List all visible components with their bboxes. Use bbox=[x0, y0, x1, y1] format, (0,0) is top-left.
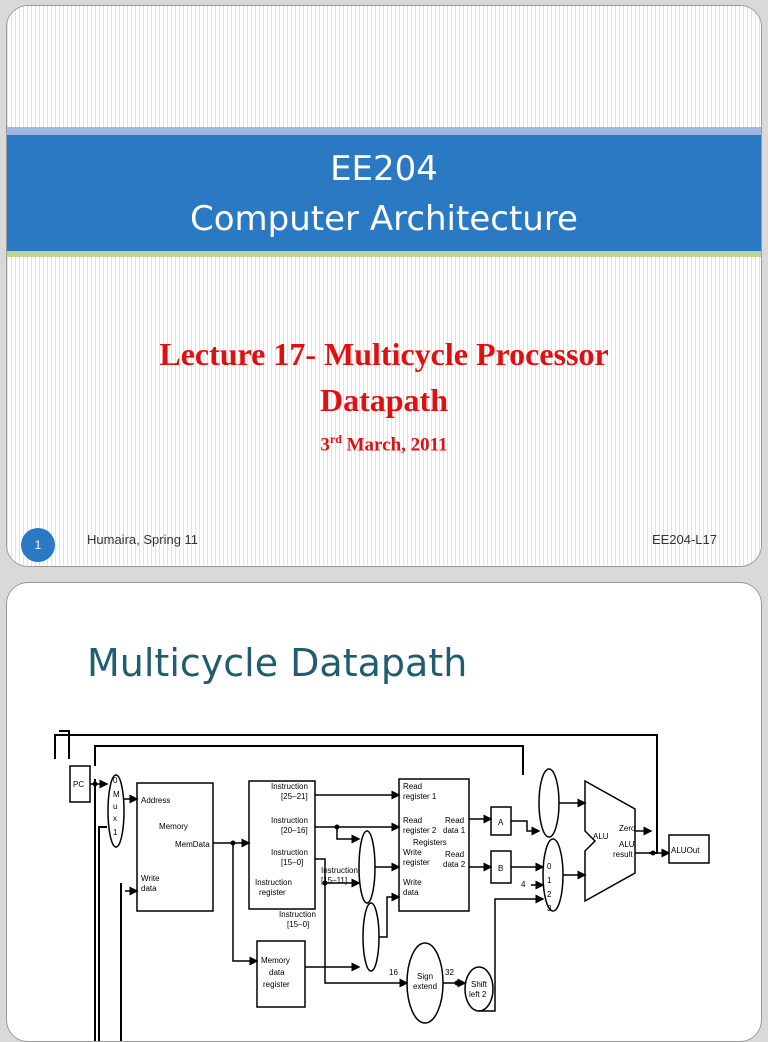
multicycle-datapath-diagram: PC 0 M u x 1 Address Memory MemData Writ… bbox=[54, 730, 710, 1041]
address-mux bbox=[107, 774, 125, 848]
svg-text:register 2: register 2 bbox=[403, 826, 437, 835]
svg-text:data: data bbox=[141, 884, 157, 893]
aluout-label: ALUOut bbox=[671, 846, 700, 855]
svg-text:data 1: data 1 bbox=[443, 826, 466, 835]
memtoreg-mux bbox=[362, 902, 380, 972]
lecture-title-line2: Datapath bbox=[319, 382, 448, 418]
title-band: EE204 Computer Architecture bbox=[7, 127, 761, 257]
lecture-date: 3rd March, 2011 bbox=[320, 432, 448, 456]
regdst-mux bbox=[358, 830, 376, 904]
svg-text:Memory: Memory bbox=[261, 956, 290, 965]
svg-text:Instruction: Instruction bbox=[279, 910, 316, 919]
svg-text:u: u bbox=[113, 802, 117, 811]
address-label: Address bbox=[141, 796, 170, 805]
svg-text:4: 4 bbox=[521, 880, 526, 889]
alusrcb-mux bbox=[542, 838, 564, 912]
svg-text:register: register bbox=[403, 858, 430, 867]
svg-text:Instruction: Instruction bbox=[255, 878, 292, 887]
alu-label: ALU bbox=[593, 832, 609, 841]
svg-text:16: 16 bbox=[389, 968, 398, 977]
svg-text:[15–0]: [15–0] bbox=[281, 858, 303, 867]
svg-text:1: 1 bbox=[547, 876, 552, 885]
svg-text:data: data bbox=[403, 888, 419, 897]
svg-text:Instruction: Instruction bbox=[271, 848, 308, 857]
svg-text:result: result bbox=[613, 850, 633, 859]
course-code: EE204 bbox=[330, 149, 438, 189]
register-file bbox=[398, 778, 470, 912]
memdata-label: MemData bbox=[175, 840, 210, 849]
register-a-label: A bbox=[498, 818, 504, 827]
svg-text:Instruction: Instruction bbox=[271, 816, 308, 825]
svg-text:register: register bbox=[263, 980, 290, 989]
slide-2: Multicycle Datapath bbox=[6, 582, 762, 1042]
svg-text:Shift: Shift bbox=[471, 980, 488, 989]
svg-text:ALU: ALU bbox=[619, 840, 635, 849]
svg-text:x: x bbox=[113, 814, 117, 823]
svg-text:Read: Read bbox=[403, 782, 422, 791]
svg-text:M: M bbox=[113, 790, 120, 799]
slide-1: EE204 Computer Architecture Lecture 17- … bbox=[6, 5, 762, 567]
svg-text:2: 2 bbox=[547, 890, 552, 899]
pc-label: PC bbox=[73, 780, 84, 789]
svg-text:Zero: Zero bbox=[619, 824, 636, 833]
course-title: Computer Architecture bbox=[190, 199, 578, 239]
svg-text:Instruction: Instruction bbox=[321, 866, 358, 875]
svg-text:Read: Read bbox=[445, 850, 464, 859]
svg-text:data: data bbox=[269, 968, 285, 977]
memory-block bbox=[136, 782, 214, 912]
svg-text:extend: extend bbox=[413, 982, 437, 991]
svg-text:Instruction: Instruction bbox=[271, 782, 308, 791]
svg-text:32: 32 bbox=[445, 968, 454, 977]
svg-text:[15–11]: [15–11] bbox=[321, 876, 347, 885]
svg-text:register: register bbox=[259, 888, 286, 897]
svg-text:0: 0 bbox=[547, 862, 552, 871]
svg-text:register 1: register 1 bbox=[403, 792, 437, 801]
svg-text:data 2: data 2 bbox=[443, 860, 466, 869]
alusrca-mux bbox=[538, 768, 560, 838]
svg-text:Write: Write bbox=[403, 848, 422, 857]
svg-text:Sign: Sign bbox=[417, 972, 433, 981]
shift-left-2-unit bbox=[464, 966, 494, 1012]
footer-code: EE204-L17 bbox=[651, 532, 717, 547]
memory-data-register bbox=[256, 940, 306, 1008]
svg-text:Write: Write bbox=[141, 874, 160, 883]
slide-number-badge: 1 bbox=[21, 528, 55, 562]
svg-text:[20–16]: [20–16] bbox=[281, 826, 308, 835]
svg-text:[15–0]: [15–0] bbox=[287, 920, 309, 929]
svg-text:Write: Write bbox=[403, 878, 422, 887]
svg-text:3: 3 bbox=[547, 904, 552, 913]
svg-text:1: 1 bbox=[113, 828, 118, 837]
svg-text:[25–21]: [25–21] bbox=[281, 792, 308, 801]
lecture-title-line1: Lecture 17- Multicycle Processor bbox=[159, 336, 609, 372]
svg-text:Read: Read bbox=[403, 816, 422, 825]
stripe-background-top bbox=[7, 6, 761, 127]
svg-text:Registers: Registers bbox=[413, 838, 447, 847]
slide-title: Multicycle Datapath bbox=[87, 641, 468, 685]
register-b-label: B bbox=[498, 864, 503, 873]
svg-text:0: 0 bbox=[113, 776, 118, 785]
memory-label: Memory bbox=[159, 822, 188, 831]
footer-author: Humaira, Spring 11 bbox=[87, 532, 199, 547]
svg-text:left 2: left 2 bbox=[469, 990, 487, 999]
svg-text:Read: Read bbox=[445, 816, 464, 825]
stripe-background-bottom bbox=[7, 257, 761, 566]
